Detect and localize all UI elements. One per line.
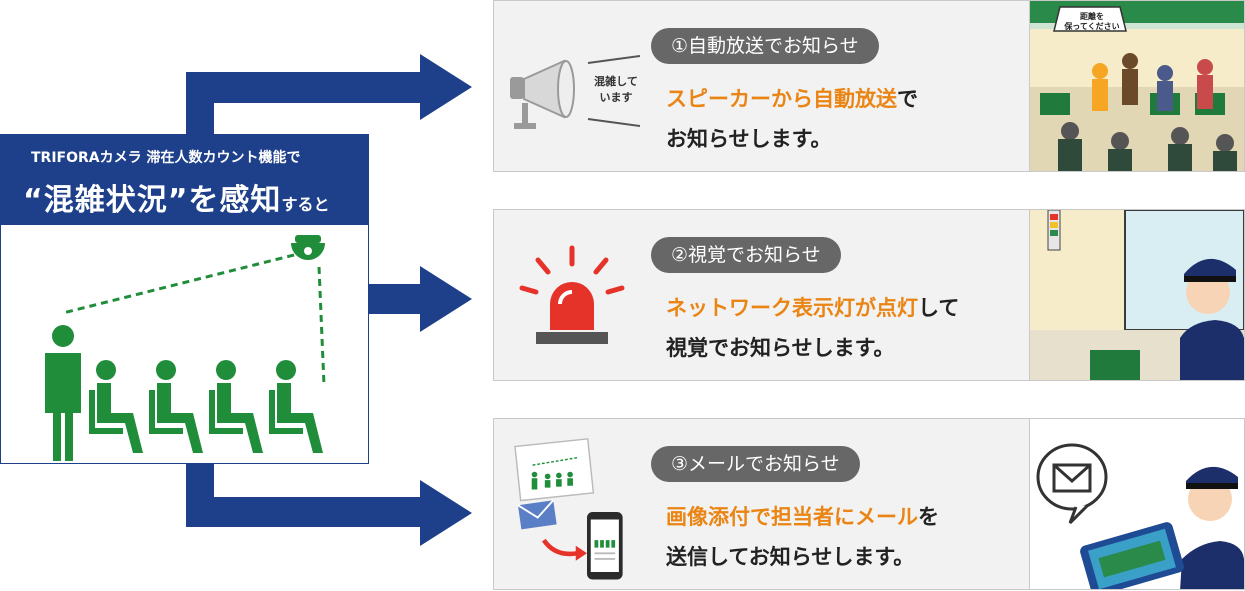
person-icon (45, 325, 81, 461)
arrow-to-mail (186, 464, 472, 546)
warning-light-icon (519, 245, 625, 344)
trigger-header: TRIFORAカメラ 滞在人数カウント機能で “混雑状況”を感知すると (1, 135, 368, 225)
photo-icon (514, 438, 595, 502)
smartphone-icon (587, 512, 623, 580)
speech-text-2: います (600, 91, 633, 104)
card-visual: ②視覚でお知らせ ネットワーク表示灯が点灯して 視覚でお知らせします。 (493, 209, 1245, 381)
tablet-icon (1080, 522, 1184, 589)
trigger-headline-suffix: すると (281, 195, 330, 214)
card-desc-mail: 画像添付で担当者にメールを 送信してお知らせします。 (666, 497, 939, 577)
seated-person-icon (209, 360, 263, 453)
desc-highlight: スピーカーから自動放送 (666, 87, 897, 111)
trigger-headline-main: “混雑状況”を感知 (23, 183, 282, 218)
sign-text-1: 距離を (1080, 11, 1104, 21)
card-title-broadcast: ①自動放送でお知らせ (651, 28, 879, 64)
trigger-subtitle: TRIFORAカメラ 滞在人数カウント機能で (31, 150, 301, 166)
card-title-mail: ③メールでお知らせ (651, 446, 860, 482)
card-mail: ③メールでお知らせ 画像添付で担当者にメールを 送信してお知らせします。 (493, 418, 1245, 590)
desc-highlight: 画像添付で担当者にメール (666, 505, 918, 529)
desc-rest: して (918, 296, 960, 320)
envelope-bubble-icon (1036, 443, 1108, 525)
seated-person-icon (149, 360, 203, 453)
card-title-visual: ②視覚でお知らせ (651, 237, 841, 273)
staff-tablet-scene (1030, 419, 1244, 589)
seated-person-icon (269, 360, 323, 453)
desc-highlight: ネットワーク表示灯が点灯 (666, 296, 918, 320)
card-desc-visual: ネットワーク表示灯が点灯して 視覚でお知らせします。 (666, 288, 959, 368)
trigger-panel: TRIFORAカメラ 滞在人数カウント機能で “混雑状況”を感知すると (0, 134, 369, 464)
desc-rest: で (897, 87, 918, 111)
seated-person-icon (89, 360, 143, 453)
arrow-to-light (369, 266, 472, 332)
speech-text-1: 混雑して (594, 74, 638, 88)
email-icon (517, 499, 557, 530)
card-broadcast: 混雑して います ①自動放送でお知らせ スピーカーから自動放送で お知らせします… (493, 0, 1245, 172)
station-gate-scene: 距離を 保ってください (1030, 1, 1244, 171)
sign-text-2: 保ってください (1063, 21, 1119, 31)
speaker-icon: 混雑して います (510, 55, 641, 129)
station-staff-scene (1030, 210, 1244, 380)
trigger-headline: “混雑状況”を感知すると (23, 175, 329, 219)
email-notification-icon (514, 438, 623, 580)
desc-line2: 送信してお知らせします。 (666, 545, 915, 569)
crowd-illustration (45, 235, 326, 461)
desc-line2: 視覚でお知らせします。 (666, 336, 895, 360)
desc-line2: お知らせします。 (666, 127, 832, 151)
desc-rest: を (918, 505, 939, 529)
card-desc-broadcast: スピーカーから自動放送で お知らせします。 (666, 79, 918, 159)
camera-icon (291, 235, 325, 260)
arrow-to-broadcast (186, 54, 472, 134)
